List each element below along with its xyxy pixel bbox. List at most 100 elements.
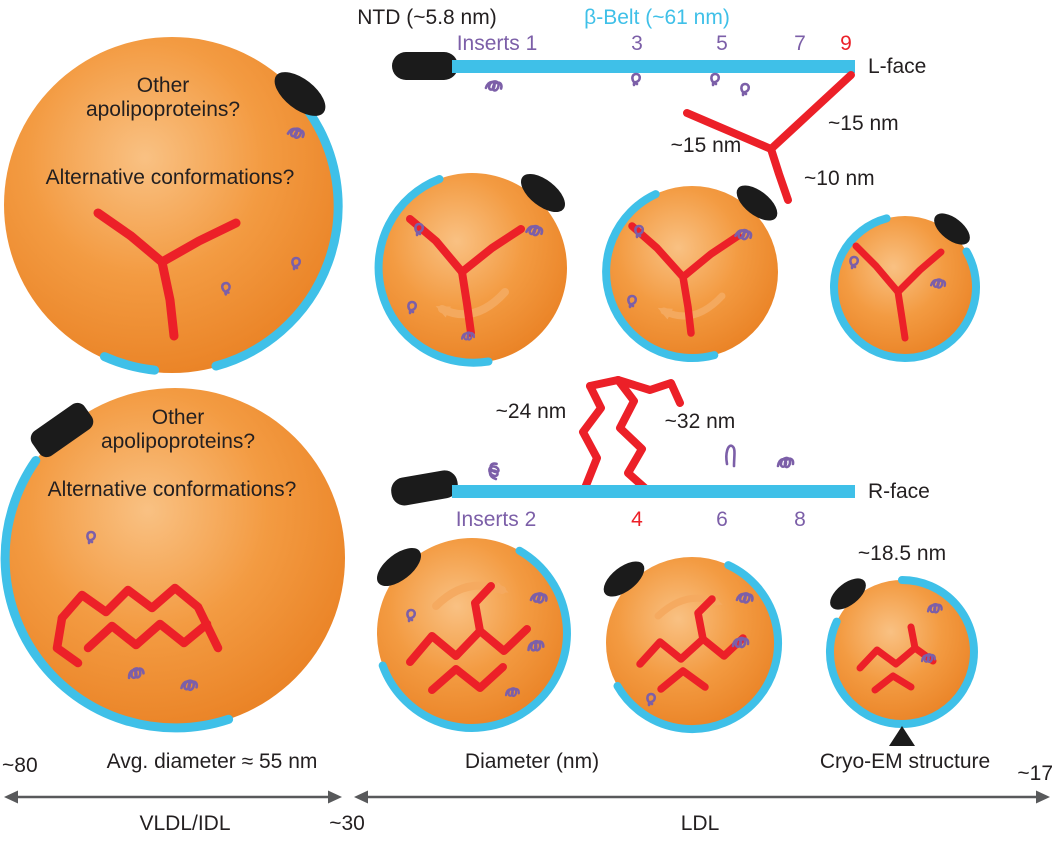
apob-arm (458, 225, 525, 276)
ntd-blob-icon (830, 578, 866, 610)
apob-chain-strand (907, 623, 919, 652)
vldl-idl-label: VLDL/IDL (139, 812, 230, 835)
beta-belt-arc (374, 175, 493, 367)
apob-chain-strand (856, 644, 937, 672)
apob-arm (894, 288, 909, 342)
apob-y-measure-icon (683, 71, 855, 204)
ntd-length-label: NTD (~5.8 nm) (357, 6, 496, 29)
arm-length-right-label: ~15 nm (828, 112, 899, 135)
vldl-sphere-l: Other apolipoproteins? Alternative confo… (4, 37, 343, 375)
other-apolipoproteins-question-line2: apolipoproteins? (101, 430, 255, 453)
alternative-conformations-question: Alternative conformations? (48, 478, 297, 501)
beta-belt-arc (830, 214, 980, 362)
ntd-blob-icon (274, 72, 326, 116)
sphere-l-1 (374, 173, 567, 367)
apob-arm (679, 232, 742, 281)
avg-diameter-label: Avg. diameter ≈ 55 nm (107, 750, 318, 773)
apolipoprotein-squiggle-icon (484, 78, 504, 93)
apolipoprotein-loop-icon (740, 82, 751, 97)
sphere-r-1 (377, 538, 571, 732)
apolipoprotein-squiggle-icon (776, 456, 795, 469)
ntd-pill-icon (392, 52, 458, 80)
apob-chain-strand (657, 667, 709, 693)
beta-belt-arc (100, 352, 160, 375)
apob-chain-icon (52, 583, 223, 668)
apob-schematic-l: NTD (~5.8 nm) β-Belt (~61 nm) Inserts 1 … (357, 6, 926, 204)
beta-belt-arc (378, 546, 571, 732)
apob-arm (679, 273, 695, 337)
ntd-pill-icon (391, 470, 458, 506)
ldl-label: LDL (681, 812, 720, 835)
beta-belt-arc (826, 576, 978, 728)
cryo-em-structure-label: Cryo-EM structure (820, 750, 990, 773)
lipoprotein-sphere (4, 37, 340, 373)
size-axis: ~80 Avg. diameter ≈ 55 nm Diameter (nm) … (2, 750, 1053, 835)
vldl-sphere-r: Other apolipoproteins? Alternative confo… (0, 388, 345, 733)
apolipoprotein-hairpin-icon (725, 444, 736, 468)
sphere-r-2 (603, 557, 782, 734)
apob-chain-strand (871, 672, 915, 694)
axis-mid-value: ~30 (329, 812, 365, 835)
apob-chain-strand (83, 619, 212, 653)
apob-arm (157, 218, 241, 267)
ntd-blob-icon (30, 402, 94, 458)
beta-belt-length-label: β-Belt (~61 nm) (584, 6, 730, 29)
beta-belt-bar (452, 485, 855, 498)
apolipoprotein-squiggle-icon (486, 461, 501, 481)
apob-chain-strand (57, 583, 223, 653)
sphere-l-3 (830, 213, 980, 362)
arm-length-bottom-label: ~10 nm (804, 167, 875, 190)
apob-arm (767, 145, 792, 204)
apob-chain-icon (856, 623, 937, 694)
arrow-head-icon (354, 790, 368, 804)
apob-chain-strand (636, 634, 747, 668)
diameter-axis-label: Diameter (nm) (465, 750, 599, 773)
sphere-r-3: ~18.5 nm (826, 542, 978, 746)
apolipoprotein-loop-icon (631, 72, 642, 87)
insert-4-label: 4 (631, 508, 643, 531)
arm-length-left-label: ~15 nm (671, 134, 742, 157)
apob-chain-strand (579, 382, 605, 492)
chain-length-left-label: ~24 nm (496, 400, 567, 423)
insert-9-label: 9 (840, 32, 852, 55)
axis-right-value: ~17 (1017, 762, 1053, 785)
arrow-head-icon (328, 790, 342, 804)
apob-chain-strand (471, 582, 495, 635)
axis-left-value: ~80 (2, 754, 38, 777)
apob-arm (894, 248, 945, 296)
beta-belt-arc (602, 190, 719, 363)
other-apolipoproteins-question-line2: apolipoproteins? (86, 98, 240, 121)
apob-arm (767, 71, 855, 153)
cryo-em-pointer-icon (889, 726, 915, 746)
rotation-arrow-icon (657, 292, 726, 320)
l-face-row: Other apolipoproteins? Alternative confo… (4, 6, 980, 375)
ntd-blob-icon (603, 561, 645, 597)
lipoprotein-sphere (377, 538, 567, 728)
arrow-head-icon (1036, 790, 1050, 804)
apob-schematic-r: ~24 nm ~32 nm R-face Inserts 2 4 6 8 (391, 376, 930, 531)
other-apolipoproteins-question-line1: Other (137, 74, 190, 97)
lipoprotein-sphere (606, 557, 778, 729)
lipoprotein-sphere (830, 580, 974, 724)
apob-chain-strand (694, 595, 716, 643)
apob-arm (93, 208, 167, 267)
beta-belt-arc (211, 107, 343, 371)
chain-length-right-label: ~32 nm (665, 410, 736, 433)
apob-y-icon (852, 242, 945, 342)
inserts-1-label: Inserts 1 (457, 32, 538, 55)
apob-chain-strand (52, 613, 83, 668)
arrow-head-icon (4, 790, 18, 804)
apob-arm (852, 242, 902, 296)
apob-arm (683, 109, 775, 153)
apolipoprotein-loop-icon (710, 72, 721, 87)
ntd-blob-icon (377, 547, 421, 587)
other-apolipoproteins-question-line1: Other (152, 406, 205, 429)
sphere-l-2 (602, 185, 778, 363)
apob-chain-strand (614, 376, 684, 407)
rotation-arrow-icon (435, 288, 509, 319)
cryo-em-diameter-label: ~18.5 nm (858, 542, 946, 565)
inserts-2-label: Inserts 2 (456, 508, 537, 531)
apob-chain-icon (406, 582, 531, 694)
